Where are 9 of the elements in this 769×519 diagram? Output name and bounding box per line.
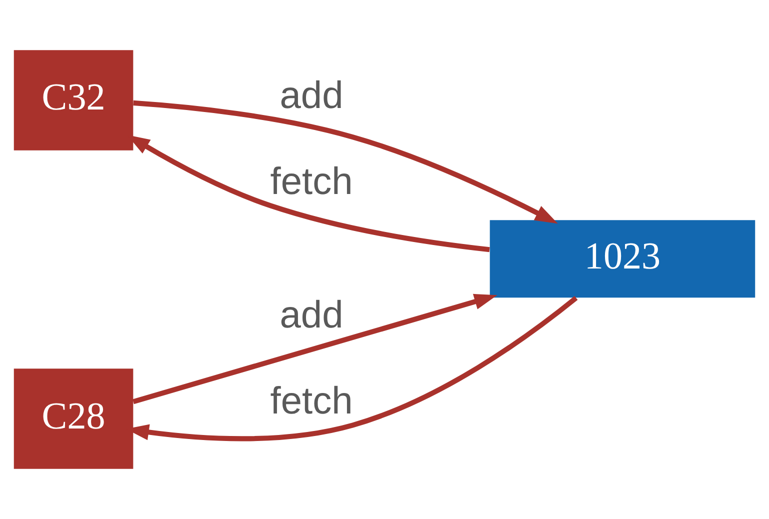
edge-label: fetch [270, 161, 353, 204]
arrow [132, 294, 498, 404]
node-box: C32 [14, 50, 134, 150]
node-box: 1023 [490, 220, 756, 298]
edge-label: add [280, 294, 344, 336]
edge-label: fetch [270, 380, 353, 423]
arrow [133, 100, 558, 224]
node-box: C28 [14, 368, 134, 469]
edge-label: add [280, 74, 344, 117]
